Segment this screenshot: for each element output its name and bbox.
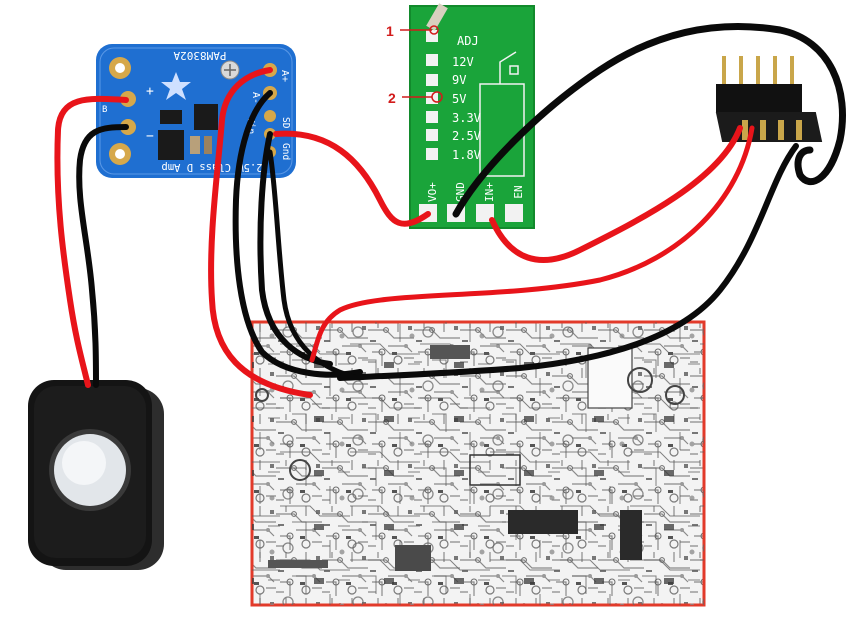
wire-amp-gnd-black [267, 149, 363, 381]
callout-number: 2 [388, 90, 396, 106]
star-logo-icon [161, 72, 191, 100]
potentiometer-icon [220, 60, 240, 80]
pin-header [715, 56, 823, 142]
wire-amp-vin-black [257, 131, 333, 367]
voltage-label-2v5: 2.5V [452, 129, 481, 143]
callout-number: 1 [386, 23, 394, 39]
b-label: B [102, 105, 107, 115]
voltage-label-9v: 9V [452, 73, 466, 87]
sd-label: SD [280, 117, 291, 129]
a-minus-label: A- [250, 92, 261, 104]
amplifier-subtitle: 2.5W Class D Amp [161, 161, 262, 173]
wire-vo-plus-red [273, 130, 431, 227]
speaker [28, 380, 164, 570]
wire-header-red-pcb [309, 125, 755, 363]
voltage-label-adj: ADJ [457, 34, 479, 48]
wire-amp-aminus-black [232, 90, 363, 378]
b-minus-label: − [146, 129, 154, 144]
amplifier-title: PAM8302A [173, 49, 226, 62]
gnd-label: Gnd [280, 143, 291, 160]
voltage-label-3v3: 3.3V [452, 111, 481, 125]
voltage-label-5v: 5V [452, 92, 466, 106]
voltage-label-1v8: 1.8V [452, 148, 481, 162]
wire-speaker-red [54, 95, 129, 388]
callout-1: 1 [386, 23, 439, 39]
pin-label-in-plus: IN+ [483, 182, 496, 202]
voltage-label-12v: 12V [452, 55, 474, 69]
wire-gnd-black-loop [452, 22, 846, 218]
a-plus-label: A+ [279, 70, 290, 82]
wire-speaker-black [76, 124, 129, 388]
speaker-icon [49, 429, 131, 511]
wires [54, 22, 846, 398]
callout-2: 2 [388, 90, 443, 106]
wire-in-plus-red [489, 125, 743, 263]
wire-header-black-pcb [337, 143, 799, 381]
b-plus-label: + [146, 84, 154, 99]
mounting-hole-icon [109, 57, 131, 165]
wire-amp-aplus-red [208, 67, 313, 398]
pcb-traces-icon [255, 345, 685, 571]
pin-label-vo-plus: VO+ [426, 182, 439, 202]
pin-label-en: EN [512, 185, 525, 198]
